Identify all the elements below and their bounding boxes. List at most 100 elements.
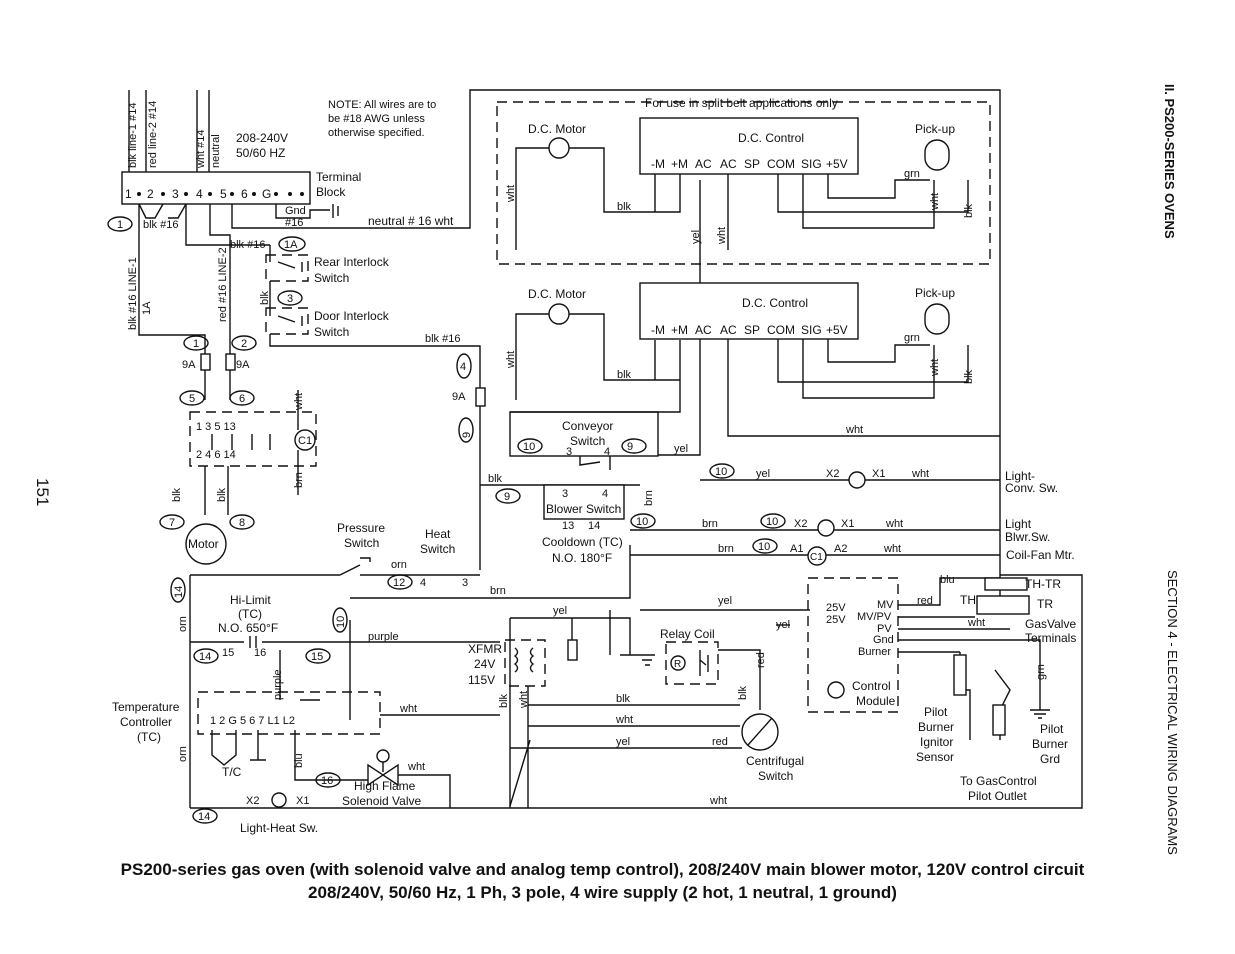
- wire-label: yel: [553, 605, 567, 617]
- circuit-marker: 1A: [284, 239, 298, 251]
- wire-label: blk: [617, 201, 632, 213]
- wire-label: yel: [756, 468, 770, 480]
- solenoid-label: Solenoid Valve: [342, 794, 421, 808]
- caption-line-2: 208/240V, 50/60 Hz, 1 Ph, 3 pole, 4 wire…: [308, 883, 897, 902]
- gas-control-label: To GasControl: [960, 774, 1037, 788]
- lamp-label: X1: [841, 518, 854, 530]
- wire-label: blu: [940, 574, 955, 586]
- wire-label: blk #16: [425, 333, 460, 345]
- pilot-ground-label: Grd: [1040, 752, 1060, 766]
- circuit-marker: 10: [335, 616, 347, 628]
- dc-control-terminal: +M: [671, 157, 688, 171]
- terminal-number: 4: [602, 488, 608, 500]
- coil-label: C1: [810, 552, 823, 563]
- wire-label: red #16 LINE-2: [217, 247, 229, 322]
- wire-label: wht: [883, 543, 901, 555]
- contactor-coil-label: C1: [298, 435, 312, 447]
- wire-label: blk #16: [230, 239, 265, 251]
- relay-coil-label: Relay Coil: [660, 627, 715, 641]
- circuit-marker: 12: [393, 577, 405, 589]
- wire-label: wht: [929, 359, 941, 377]
- page-number: 151: [33, 478, 52, 507]
- pilot-ignitor-label: Ignitor: [920, 735, 953, 749]
- ground-gauge: #16: [285, 217, 303, 229]
- terminal-jumper-label: blk #16: [143, 219, 178, 231]
- circuit-marker: 14: [173, 586, 185, 598]
- wire-label: yel: [674, 443, 688, 455]
- wire-label: blk: [171, 487, 183, 502]
- terminal-number: 4: [196, 187, 203, 201]
- conveyor-switch-label: Switch: [570, 434, 605, 448]
- circuit-marker: 1: [193, 338, 199, 350]
- cooldown-label: N.O. 180°F: [552, 551, 612, 565]
- light-blower-label: Light: [1005, 517, 1032, 531]
- wire-label: yel: [718, 595, 732, 607]
- neutral-label: neutral # 16 wht: [368, 214, 454, 228]
- wire-label: grn: [904, 332, 920, 344]
- dc-control-terminal: AC: [720, 323, 737, 337]
- terminal-number: 3: [566, 446, 572, 458]
- controller-terminals: 1 2 G 5 6 7 L1 L2: [210, 715, 295, 727]
- lamp-label: X2: [794, 518, 807, 530]
- control-module-label: Module: [856, 694, 896, 708]
- dc-control-label: D.C. Control: [742, 296, 808, 310]
- wire-label: blk: [963, 369, 975, 384]
- supply-wire-label: neutral: [210, 134, 222, 168]
- xfmr-label: 24V: [474, 657, 495, 671]
- contactor-terminals: 1 3 5 13: [196, 421, 236, 433]
- wire-label: red: [755, 652, 767, 668]
- pressure-switch-label: Pressure: [337, 521, 385, 535]
- motor-label: Motor: [188, 537, 219, 551]
- terminal-block-label: Block: [316, 185, 346, 199]
- circuit-marker: 3: [287, 293, 293, 305]
- dc-control-terminal: SP: [744, 157, 760, 171]
- wire-label: blk: [259, 290, 271, 305]
- note-line: NOTE: All wires are to: [328, 99, 436, 111]
- wire-label: wht: [929, 193, 941, 211]
- terminal-number: 14: [588, 520, 600, 532]
- terminal-number: G: [262, 187, 271, 201]
- dc-motor-upper: D.C. Motor wht blk D.C. Control -M +M AC…: [505, 117, 975, 250]
- wire-label: grn: [904, 168, 920, 180]
- light-conveyor-label: Light-: [1005, 469, 1035, 483]
- wire-label: blk: [216, 487, 228, 502]
- wire-label: wht: [885, 518, 903, 530]
- supply-wire-label: red line-2 #14: [147, 101, 159, 168]
- dc-control-terminal: AC: [695, 157, 712, 171]
- dc-control-terminal: AC: [695, 323, 712, 337]
- terminal-number: 3: [462, 577, 468, 589]
- temp-controller-label: Temperature: [112, 700, 180, 714]
- wire-label: wht: [967, 617, 985, 629]
- dc-control-terminal: COM: [767, 323, 795, 337]
- rear-interlock-label: Switch: [314, 271, 349, 285]
- wire-label: blk: [963, 203, 975, 218]
- wire-label: blu: [293, 753, 305, 768]
- circuit-marker: 7: [169, 517, 175, 529]
- fuse-label: 9A: [236, 359, 250, 371]
- circuit-marker: 10: [766, 516, 778, 528]
- module-terminal: MV: [877, 599, 894, 611]
- dc-motor-label: D.C. Motor: [528, 122, 586, 136]
- circuit-marker: 9: [504, 491, 510, 503]
- terminal-number: 4: [420, 577, 426, 589]
- wire-label: purple: [368, 631, 399, 643]
- light-blower-label: Blwr.Sw.: [1005, 530, 1050, 544]
- note-line: otherwise specified.: [328, 127, 425, 139]
- wire-label: orn: [391, 559, 407, 571]
- module-terminal: Burner: [858, 646, 891, 658]
- module-terminal: PV: [877, 623, 892, 635]
- pilot-ignitor-label: Pilot: [924, 705, 948, 719]
- terminal-number: 1: [125, 187, 132, 201]
- supply-voltage: 208-240V: [236, 131, 288, 145]
- xfmr-label: 115V: [468, 673, 495, 687]
- wire-label: brn: [490, 585, 506, 597]
- circuit-marker: 14: [199, 651, 211, 663]
- gas-valve-label: Terminals: [1025, 631, 1076, 645]
- dc-control-terminal: SIG: [801, 323, 822, 337]
- dc-control-terminal: -M: [651, 157, 665, 171]
- dc-control-terminal: AC: [720, 157, 737, 171]
- thermocouple-label: T/C: [222, 765, 242, 779]
- gas-control-label: Pilot Outlet: [968, 789, 1027, 803]
- lamp-label: X1: [872, 468, 885, 480]
